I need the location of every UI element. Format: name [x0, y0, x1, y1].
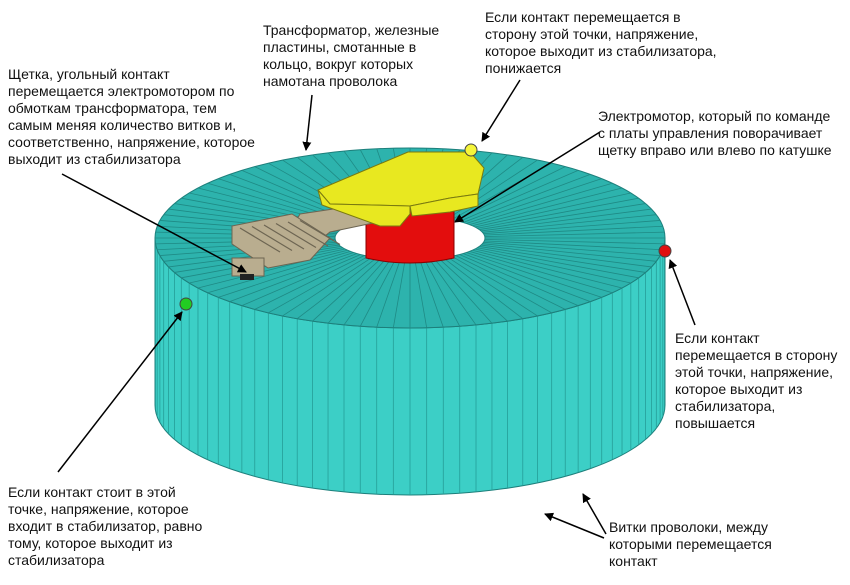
- winding-line: [482, 243, 657, 262]
- pointer-coils-1: [544, 512, 605, 539]
- carbon-brush-holder: [231, 213, 331, 269]
- winding-line: [469, 251, 613, 294]
- winding-line: [477, 247, 639, 279]
- label-right-contact-point: Если контакт перемещается в сторону этой…: [675, 330, 838, 431]
- winding-line: [472, 187, 623, 227]
- winding-line: [433, 258, 493, 324]
- winding-line: [419, 259, 444, 328]
- brush-rib: [251, 225, 293, 252]
- carbon-contact-tip: [240, 274, 254, 280]
- winding-line: [229, 253, 358, 303]
- pointer-brush: [61, 173, 247, 273]
- winding-line: [359, 259, 396, 327]
- winding-line: [424, 259, 461, 327]
- label-top-contact-point: Если контакт перемещается в сторону этой…: [485, 9, 717, 76]
- winding-line: [459, 254, 579, 307]
- brush-rib: [239, 227, 281, 253]
- brush-holder-ribs: [239, 219, 341, 253]
- label-electromotor: Электромотор, который по команде с платы…: [598, 108, 832, 158]
- winding-line: [414, 259, 428, 328]
- winding-line: [451, 255, 552, 314]
- pointer-top-contact: [481, 79, 521, 142]
- winding-line: [218, 252, 354, 298]
- winding-line: [484, 225, 663, 236]
- green-dot-icon: [179, 297, 193, 311]
- brush-rib: [275, 222, 317, 249]
- winding-line: [392, 259, 406, 328]
- pointer-coils-2: [582, 493, 607, 535]
- winding-line: [197, 249, 348, 289]
- label-left-contact-point: Если контакт стоит в этой точке, напряже…: [8, 484, 203, 568]
- winding-line: [484, 240, 663, 251]
- brush-rib: [263, 224, 305, 250]
- winding-line: [343, 259, 391, 326]
- winding-line: [483, 241, 661, 256]
- winding-line: [477, 197, 639, 229]
- winding-line: [484, 231, 665, 237]
- winding-line: [480, 208, 652, 232]
- winding-line: [482, 214, 657, 233]
- motor-housing-front: [317, 189, 411, 227]
- pointer-motor: [454, 131, 601, 223]
- winding-line: [479, 246, 646, 273]
- winding-line: [429, 259, 477, 326]
- winding-line: [480, 244, 652, 268]
- winding-line: [484, 239, 665, 245]
- winding-line: [282, 256, 373, 317]
- winding-line: [479, 203, 646, 230]
- winding-line: [466, 252, 602, 298]
- winding-line: [469, 182, 613, 225]
- label-transformer: Трансформатор, железные пластины, смотан…: [263, 22, 440, 89]
- winding-line: [241, 254, 361, 307]
- winding-line: [438, 258, 508, 322]
- winding-line: [472, 249, 623, 289]
- motor-housing-side: [409, 193, 479, 217]
- coil-side-windings: [155, 238, 665, 495]
- winding-line: [268, 255, 369, 314]
- brush-rib: [287, 221, 329, 247]
- winding-line: [327, 258, 387, 324]
- winding-line: [466, 178, 602, 224]
- pointer-transformer: [302, 94, 313, 151]
- winding-line: [254, 255, 365, 310]
- winding-line: [296, 257, 378, 320]
- winding-line: [447, 256, 538, 317]
- label-wire-coils: Витки проволоки, между которыми перемеща…: [609, 519, 772, 569]
- winding-line: [474, 192, 631, 228]
- winding-line: [483, 220, 661, 235]
- red-dot-icon: [658, 244, 672, 258]
- label-carbon-brush: Щетка, угольный контакт перемещается эле…: [8, 66, 255, 167]
- pointer-right-contact: [668, 259, 696, 326]
- winding-line: [462, 173, 591, 223]
- pointer-left-contact: [57, 311, 183, 473]
- winding-line: [474, 248, 631, 284]
- winding-line: [459, 169, 579, 222]
- brush-rib: [299, 219, 341, 246]
- winding-line: [312, 258, 382, 322]
- yellow-dot-icon: [464, 143, 478, 157]
- winding-line: [376, 259, 401, 328]
- winding-line: [455, 255, 566, 310]
- winding-line: [442, 257, 524, 320]
- winding-line: [207, 251, 351, 294]
- winding-line: [462, 253, 591, 303]
- winding-line: [455, 166, 566, 221]
